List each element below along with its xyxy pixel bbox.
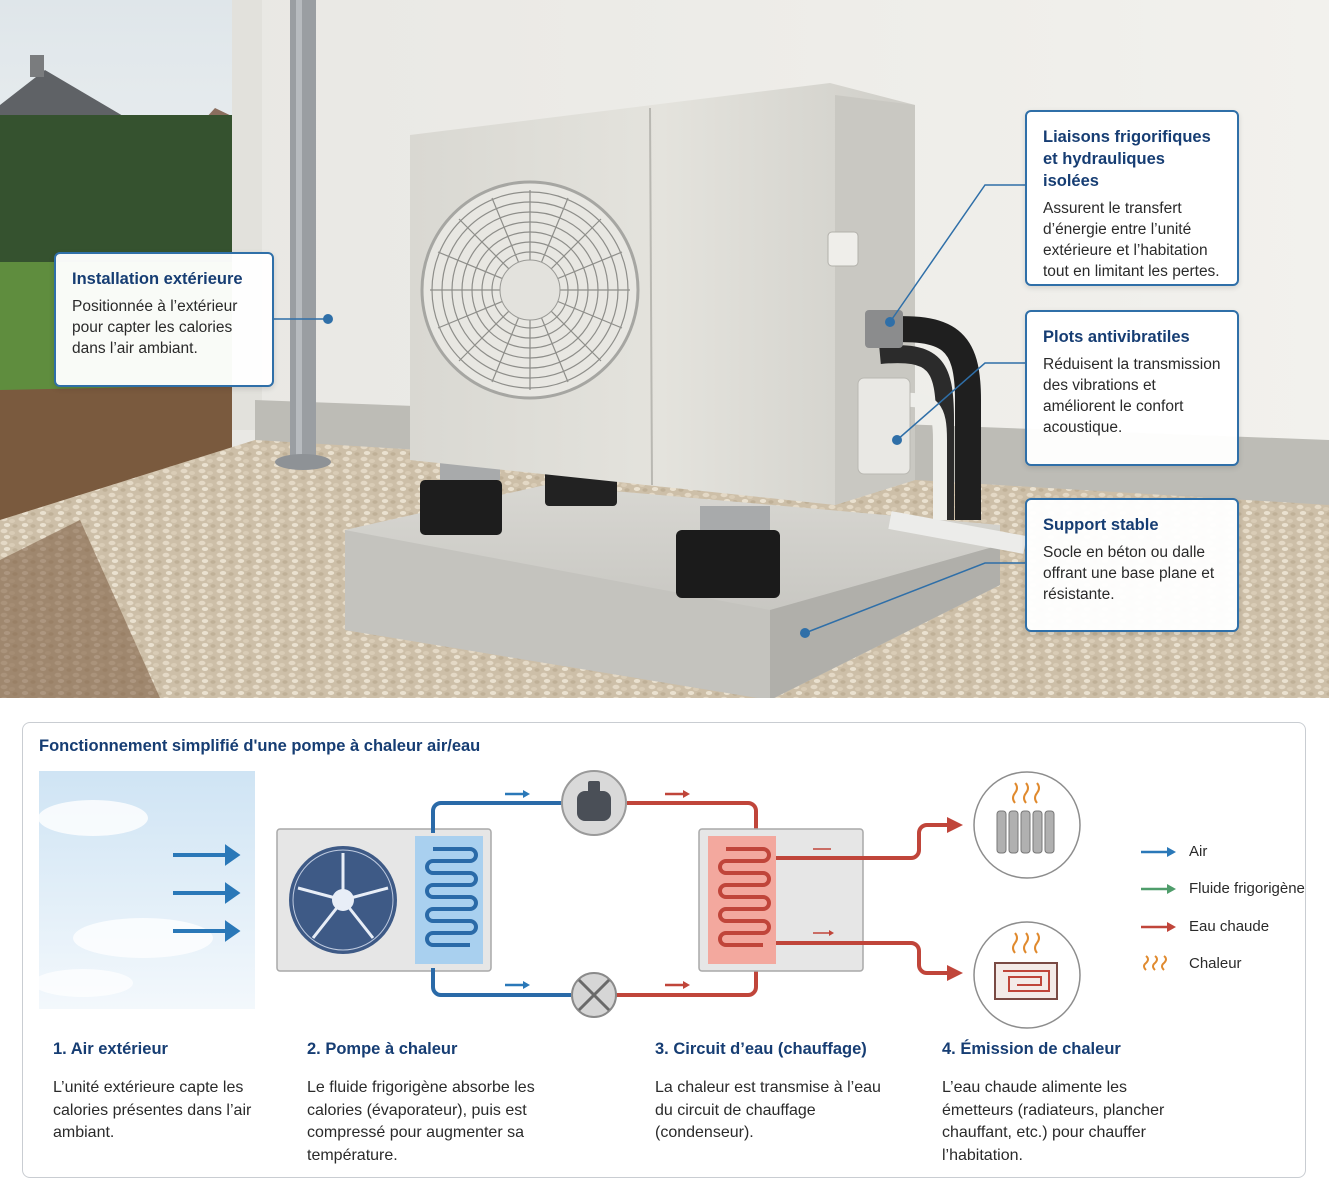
legend-label: Eau chaude — [1189, 918, 1270, 935]
legend-item-air: Air — [1141, 841, 1311, 863]
legend-item-refrigerant: Fluide frigorigène — [1141, 878, 1311, 900]
compressor-icon — [561, 770, 627, 836]
expansion-valve-icon — [571, 972, 617, 1018]
legend-label: Air — [1189, 843, 1208, 860]
step-text: La chaleur est transmise à l’eau du circ… — [655, 1079, 881, 1141]
step-heat-emission: 4. Émission de chaleur L’eau chaude alim… — [942, 1039, 1172, 1167]
callout-plots-text: Réduisent la transmission des vibrations… — [1043, 356, 1221, 436]
condenser-icon — [698, 828, 864, 972]
diagram-title: Fonctionnement simplifié d'une pompe à c… — [39, 737, 481, 755]
callout-installation-text: Positionnée à l’extérieur pour capter le… — [72, 298, 238, 357]
hot-water-lines — [776, 823, 949, 975]
callout-support-text: Socle en béton ou dalle offrant une base… — [1043, 544, 1215, 603]
legend-label: Fluide frigorigène — [1189, 880, 1305, 897]
step-water-circuit: 3. Circuit d’eau (chauffage) La chaleur … — [655, 1039, 895, 1145]
heat-pump-unit-icon — [276, 828, 492, 972]
outdoor-unit-photo: Installation extérieure Positionnée à l’… — [0, 0, 1329, 698]
step-outdoor-air: 1. Air extérieur L’unité extérieure capt… — [53, 1039, 273, 1145]
callout-support-title: Support stable — [1043, 516, 1159, 534]
callout-installation: Installation extérieure Positionnée à l’… — [54, 252, 274, 387]
callout-liaisons: Liaisons frigorifiques et hydrauliques i… — [1025, 110, 1239, 286]
refrigerant-loop — [431, 801, 758, 997]
step-title: 3. Circuit d’eau (chauffage) — [655, 1040, 867, 1058]
callout-support: Support stable Socle en béton ou dalle o… — [1025, 498, 1239, 632]
heat-pump-diagram — [33, 770, 1081, 1029]
callout-installation-title: Installation extérieure — [72, 270, 243, 288]
radiator-icon — [973, 771, 1081, 879]
step-text: L’unité extérieure capte les calories pr… — [53, 1079, 252, 1141]
heat-waves-icon — [1143, 955, 1167, 971]
arrow-icon — [1141, 847, 1176, 857]
arrow-icon — [1141, 884, 1176, 894]
underfloor-heating-icon — [973, 921, 1081, 1029]
step-text: Le fluide frigorigène absorbe les calori… — [307, 1079, 535, 1164]
legend-item-hot-water: Eau chaude — [1141, 916, 1311, 938]
callout-liaisons-text: Assurent le transfert d’énergie entre l’… — [1043, 200, 1220, 280]
arrow-icon — [1141, 922, 1176, 932]
step-title: 1. Air extérieur — [53, 1040, 168, 1058]
step-heat-pump: 2. Pompe à chaleur Le fluide frigorigène… — [307, 1039, 577, 1167]
callout-plots: Plots antivibratiles Réduisent la transm… — [1025, 310, 1239, 466]
heat-waves-icon — [1012, 782, 1040, 804]
legend-label: Chaleur — [1189, 955, 1242, 972]
step-title: 2. Pompe à chaleur — [307, 1040, 458, 1058]
outdoor-air-icon — [33, 771, 255, 1009]
diagram-panel: Fonctionnement simplifié d'une pompe à c… — [22, 722, 1306, 1178]
callout-plots-title: Plots antivibratiles — [1043, 328, 1190, 346]
callout-liaisons-title: Liaisons frigorifiques et hydrauliques i… — [1043, 128, 1211, 190]
heat-waves-icon — [1012, 932, 1040, 954]
step-title: 4. Émission de chaleur — [942, 1040, 1121, 1058]
step-text: L’eau chaude alimente les émetteurs (rad… — [942, 1079, 1165, 1164]
legend-item-heat: Chaleur — [1141, 953, 1311, 975]
